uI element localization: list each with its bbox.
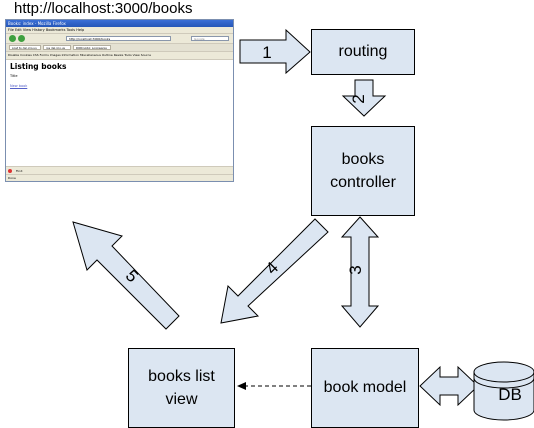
page-heading: Listing books <box>10 62 67 71</box>
model-label: book model <box>323 379 407 397</box>
forward-icon <box>18 35 25 42</box>
arrow-2: 2 <box>341 79 387 117</box>
browser-status-bar: Done <box>6 174 233 181</box>
double-arrow-model-db <box>419 365 479 407</box>
arrow-2-label: 2 <box>349 94 368 103</box>
model-box: book model <box>311 348 419 428</box>
arrow-5: 5 <box>72 221 180 330</box>
browser-tab: RORing2A: Logowanie <box>73 45 111 50</box>
url-title: http://localhost:3000/books <box>14 0 193 17</box>
new-book-link: New book <box>10 84 28 88</box>
routing-label: routing <box>338 43 388 61</box>
browser-tab: rss del.icio.us <box>43 45 71 50</box>
db-cylinder: DB <box>473 361 534 421</box>
browser-tab: post to del.icio.us <box>9 45 41 50</box>
dashed-arrow-model-to-view <box>237 382 311 390</box>
browser-navigation-bar: http://localhost:3000/books Google <box>6 34 233 44</box>
browser-find-bar: Find: <box>6 166 233 175</box>
browser-screenshot: Books: index - Mozilla Firefox File Edit… <box>5 19 234 182</box>
back-icon <box>9 35 16 42</box>
db-label: DB <box>498 385 522 404</box>
browser-menu-bar: File Edit View History Bookmarks Tools H… <box>6 27 233 34</box>
browser-title-bar: Books: index - Mozilla Firefox <box>6 20 233 27</box>
routing-box: routing <box>311 29 415 75</box>
browser-search-box: Google <box>191 36 229 41</box>
browser-tab-strip: post to del.icio.us rss del.icio.us RORi… <box>6 44 233 52</box>
browser-address-bar: http://localhost:3000/books <box>66 36 171 41</box>
arrow-4: 4 <box>220 218 329 324</box>
arrow-3: 3 <box>340 216 380 328</box>
table-column-header: Title <box>10 74 18 78</box>
controller-label: books controller <box>330 150 396 191</box>
find-label: Find: <box>16 169 24 173</box>
controller-box: books controller <box>311 126 415 216</box>
arrow-1-label: 1 <box>262 43 271 62</box>
browser-toolbar: Disable Cookies CSS Forms Images Informa… <box>6 52 233 60</box>
browser-page-content: Listing books Title New book <box>6 60 233 167</box>
arrow-3-label: 3 <box>346 265 365 274</box>
arrow-1: 1 <box>239 28 311 75</box>
close-icon <box>8 169 12 173</box>
view-label: books list view <box>148 367 215 408</box>
view-box: books list view <box>128 348 235 428</box>
